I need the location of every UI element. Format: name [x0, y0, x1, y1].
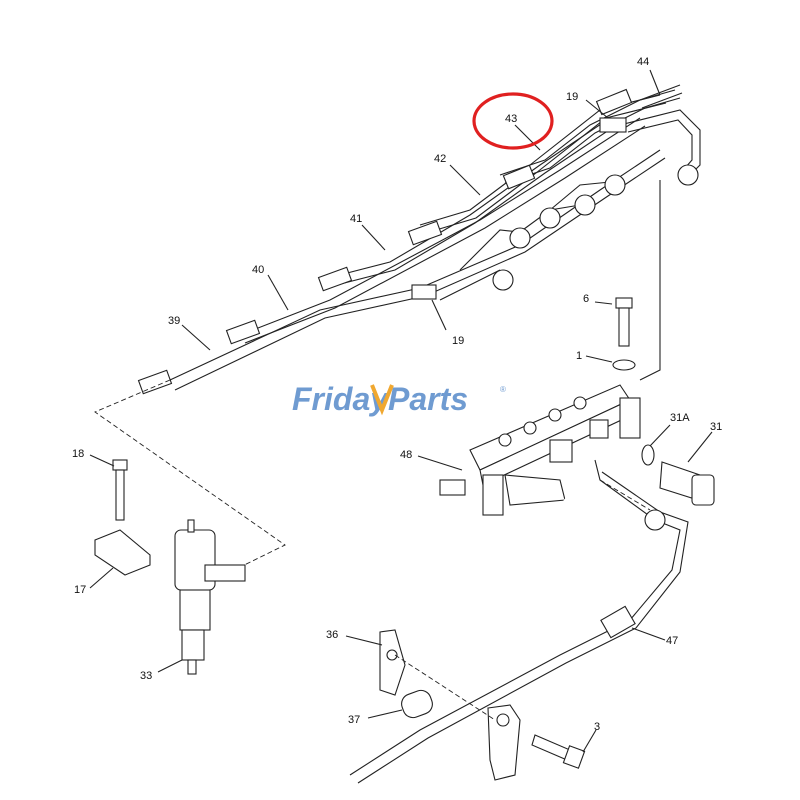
pressure-sensor-31 [659, 461, 715, 506]
supply-line-edge [357, 471, 689, 784]
wire-harness-dashed [94, 379, 286, 573]
watermark-logo: FridayParts ® [292, 381, 506, 417]
fuel-rail-48 [439, 384, 641, 516]
bolt-3 [531, 734, 586, 769]
wire-harness-dashed-2 [599, 479, 651, 511]
callout-47: 47 [666, 635, 678, 647]
bracket-36 [379, 629, 406, 696]
line-sleeve-47 [600, 509, 666, 639]
callout-31: 31 [710, 421, 722, 433]
clamp-upper [599, 117, 627, 133]
supply-line [349, 459, 681, 776]
callout-43: 43 [505, 113, 517, 125]
callout-41: 41 [350, 213, 362, 225]
watermark-accent [370, 384, 394, 416]
callout-40: 40 [252, 264, 264, 276]
callout-37: 37 [348, 714, 360, 726]
washer-1 [612, 359, 636, 371]
rail-return-line [639, 180, 661, 381]
fuel-line-harness [169, 84, 701, 391]
spacer-37 [401, 689, 433, 719]
callout-48: 48 [400, 449, 412, 461]
harness-injector-ends [137, 88, 633, 395]
bolt-6 [615, 297, 633, 347]
callout-36: 36 [326, 629, 338, 641]
mount-dashed [394, 654, 496, 721]
watermark-mark: ® [500, 385, 506, 394]
injector-33 [174, 519, 246, 675]
leader-lines [89, 69, 713, 753]
callout-39: 39 [168, 315, 180, 327]
clamp-lower [411, 284, 437, 300]
callout-17: 17 [74, 584, 86, 596]
svg-text:FridayParts: FridayParts [292, 381, 468, 417]
callout-19-lower: 19 [452, 335, 464, 347]
harness-fitting-nuts [492, 164, 699, 291]
callout-33: 33 [140, 670, 152, 682]
callout-42: 42 [434, 153, 446, 165]
callout-6: 6 [583, 293, 589, 305]
callout-3: 3 [594, 721, 600, 733]
bolt-18 [112, 459, 128, 521]
callout-44: 44 [637, 56, 649, 68]
callout-18: 18 [72, 448, 84, 460]
callout-labels: 44 19 43 42 41 40 39 19 6 1 31A 31 48 18… [72, 56, 722, 733]
callout-1: 1 [576, 350, 582, 362]
bracket-lower [487, 704, 521, 781]
washer-31a [641, 444, 655, 466]
clamp-17 [94, 529, 151, 576]
callout-19-upper: 19 [566, 91, 578, 103]
callout-31a: 31A [670, 412, 690, 424]
highlight-circle [472, 92, 554, 150]
watermark-part2: Parts [388, 381, 468, 417]
